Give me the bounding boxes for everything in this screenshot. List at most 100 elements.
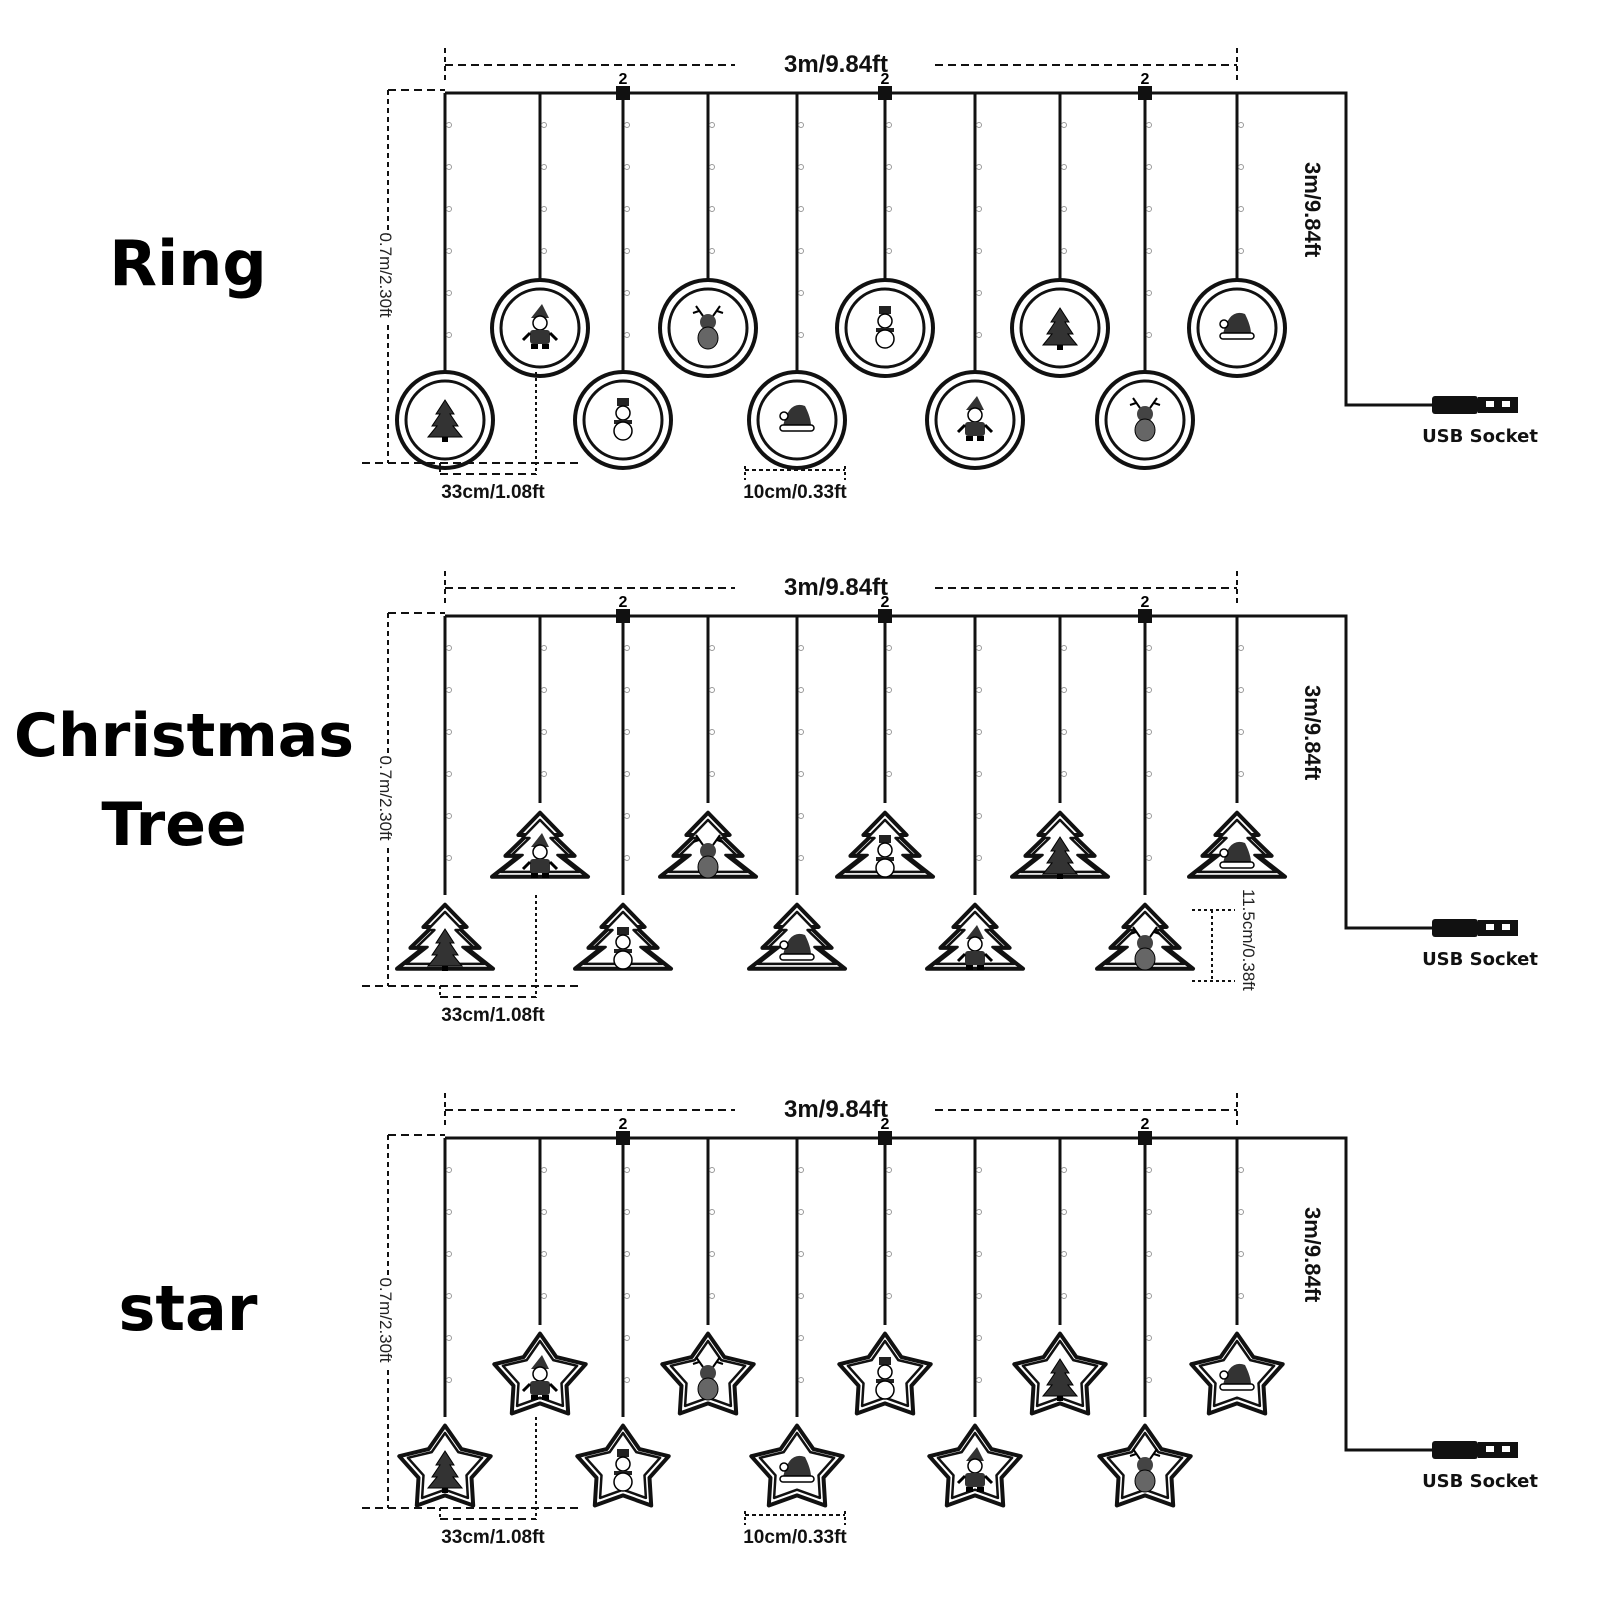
led-bulb xyxy=(624,248,630,254)
led-bulb xyxy=(1238,206,1244,212)
usb-plug-icon xyxy=(1432,919,1518,937)
clip-label: 2 xyxy=(1141,71,1150,88)
pendant-ring xyxy=(1010,278,1110,378)
pendant-star xyxy=(1097,1423,1193,1508)
led-bulb xyxy=(709,771,715,777)
led-bulb xyxy=(624,771,630,777)
led-bulb xyxy=(1238,645,1244,651)
led-bulb xyxy=(1238,1293,1244,1299)
usb-socket-label: USB Socket xyxy=(1422,1471,1538,1492)
snowman-icon xyxy=(875,835,895,878)
led-bulb xyxy=(1146,206,1152,212)
width-label: 3m/9.84ft xyxy=(784,1096,888,1123)
snowman-icon xyxy=(875,1357,895,1400)
main-wire xyxy=(445,91,1432,407)
santa-icon xyxy=(521,304,559,349)
pendant-ring xyxy=(1095,370,1195,470)
led-bulb xyxy=(976,1335,982,1341)
led-bulb xyxy=(886,771,892,777)
led-bulb xyxy=(446,729,452,735)
clip-label: 2 xyxy=(1141,594,1150,611)
led-bulb xyxy=(1146,687,1152,693)
wire-clip-icon: 2 xyxy=(1138,594,1152,623)
led-bulb xyxy=(709,1167,715,1173)
led-bulb xyxy=(886,1293,892,1299)
led-bulb xyxy=(709,687,715,693)
pendant-tree xyxy=(490,810,590,879)
led-bulb xyxy=(976,1377,982,1383)
led-bulb xyxy=(1146,771,1152,777)
led-bulb xyxy=(1061,771,1067,777)
led-bulb xyxy=(541,1251,547,1257)
pendant-tree xyxy=(1010,810,1110,879)
santa-hat-icon xyxy=(779,933,815,961)
size-label: 10cm/0.33ft xyxy=(743,1527,847,1548)
led-bulb xyxy=(709,164,715,170)
led-bulb xyxy=(541,248,547,254)
led-bulb xyxy=(798,729,804,735)
wire-clip-icon: 2 xyxy=(616,71,630,100)
led-bulb xyxy=(709,729,715,735)
section-title-line-2: Tree xyxy=(101,790,246,860)
reindeer-icon xyxy=(1129,397,1161,442)
led-bulb xyxy=(709,122,715,128)
lead-length-label: 3m/9.84ft xyxy=(1300,162,1325,258)
usb-plug-icon xyxy=(1432,396,1518,414)
santa-icon xyxy=(956,1447,994,1492)
led-bulb xyxy=(541,771,547,777)
pendant-star xyxy=(927,1423,1023,1508)
led-bulb xyxy=(798,1251,804,1257)
led-bulb xyxy=(1238,164,1244,170)
lead-length-label: 3m/9.84ft xyxy=(1300,1207,1325,1303)
wire-clip-icon: 2 xyxy=(878,1116,892,1145)
santa-icon xyxy=(956,925,994,970)
led-bulb xyxy=(798,332,804,338)
led-bulb xyxy=(798,813,804,819)
pendant-tree xyxy=(658,810,758,879)
led-bulb xyxy=(446,122,452,128)
usb-socket-label: USB Socket xyxy=(1422,426,1538,447)
snowman-icon xyxy=(613,1449,633,1492)
led-bulb xyxy=(541,1293,547,1299)
section-title: star xyxy=(119,1272,258,1345)
led-bulb xyxy=(976,687,982,693)
tree-icon xyxy=(1041,1358,1079,1401)
santa-icon xyxy=(521,833,559,878)
main-wire xyxy=(445,1136,1432,1452)
led-bulb xyxy=(1238,1251,1244,1257)
main-wire xyxy=(445,614,1432,930)
led-bulb xyxy=(446,1377,452,1383)
size-label: 10cm/0.33ft xyxy=(743,482,847,503)
led-bulb xyxy=(446,248,452,254)
pendant-ring xyxy=(395,370,495,470)
tree-icon xyxy=(1041,836,1079,879)
pendant-ring xyxy=(835,278,935,378)
pendant-tree xyxy=(925,902,1025,971)
led-bulb xyxy=(541,1167,547,1173)
led-bulb xyxy=(446,290,452,296)
snowman-icon xyxy=(875,306,895,349)
led-bulb xyxy=(624,687,630,693)
pendant-ring xyxy=(1187,278,1287,378)
led-bulb xyxy=(798,687,804,693)
clip-label: 2 xyxy=(619,594,628,611)
pendant-star xyxy=(837,1331,933,1416)
width-label: 3m/9.84ft xyxy=(784,574,888,601)
pendant-tree xyxy=(747,902,847,971)
reindeer-icon xyxy=(692,1356,724,1401)
led-bulb xyxy=(1146,645,1152,651)
pendant-star xyxy=(397,1423,493,1508)
pendant-star xyxy=(492,1331,588,1416)
led-bulb xyxy=(976,645,982,651)
led-bulb xyxy=(1061,729,1067,735)
led-bulb xyxy=(976,206,982,212)
led-bulb xyxy=(624,332,630,338)
led-bulb xyxy=(798,645,804,651)
led-bulb xyxy=(976,122,982,128)
led-bulb xyxy=(446,164,452,170)
wire-clip-icon: 2 xyxy=(616,594,630,623)
